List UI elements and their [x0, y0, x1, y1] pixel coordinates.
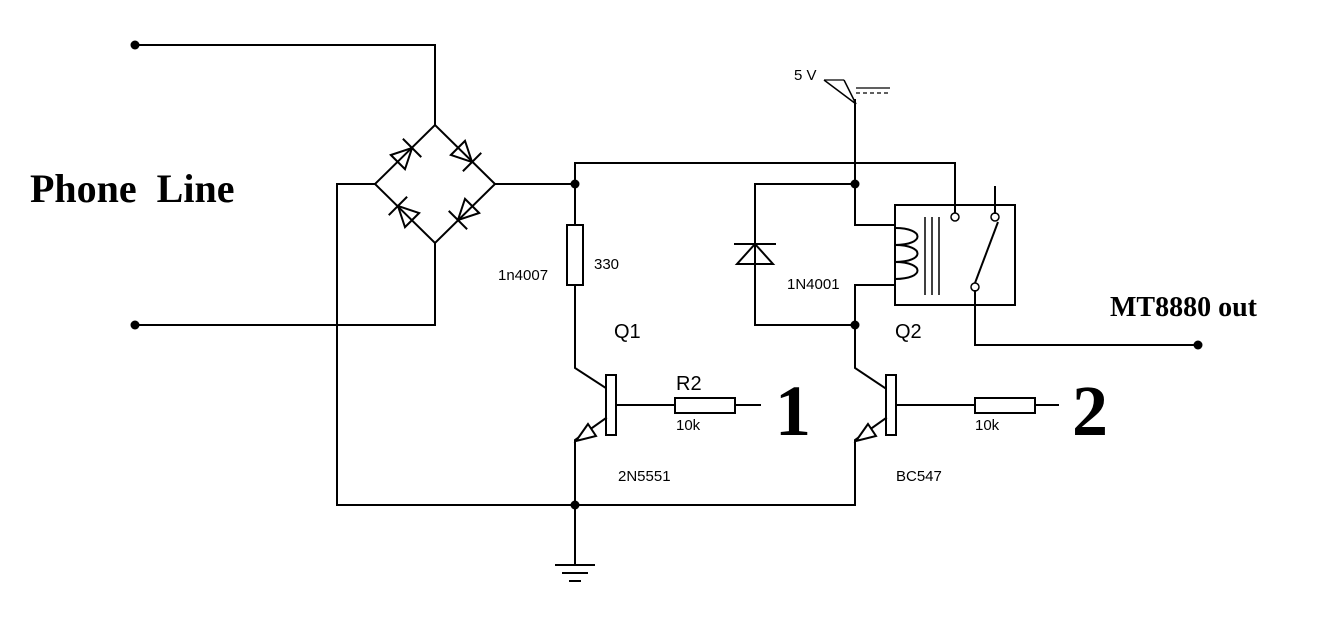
label-input-1: 1: [775, 371, 811, 451]
terminal-phone-line-bottom[interactable]: [130, 320, 140, 330]
resistor-r2: [674, 397, 736, 414]
relay-diode-1n4001: [734, 179, 860, 330]
diode-bridge: [373, 123, 497, 245]
label-phone-line: Phone Line: [30, 166, 234, 211]
label-rq2-value: 10k: [975, 417, 1000, 434]
label-q1-part: 2N5551: [618, 468, 671, 485]
label-input-2: 2: [1072, 371, 1108, 451]
supply-5v: [823, 79, 890, 185]
transistor-q1: [573, 374, 761, 506]
label-mt8880-out: MT8880 out: [1110, 292, 1258, 323]
label-bridge-part: 1n4007: [498, 267, 548, 284]
label-resistor-330: 330: [594, 256, 619, 273]
transistor-q2: [853, 374, 1059, 449]
terminal-phone-line-top[interactable]: [130, 40, 140, 50]
label-q1: Q1: [614, 321, 641, 343]
resistor-330: [566, 224, 584, 286]
relay: [894, 186, 1203, 350]
label-q2-part: BC547: [896, 468, 942, 485]
terminal-mt8880-out[interactable]: [1193, 340, 1203, 350]
relay-coil-wiring: [854, 183, 896, 392]
phone-line-wiring: [130, 40, 856, 506]
label-r2: R2: [676, 373, 702, 395]
resistor-q2-base: [974, 397, 1036, 414]
label-supply-5v: 5 V: [794, 67, 817, 84]
ground-symbol: [555, 500, 595, 582]
label-r2-value: 10k: [676, 417, 701, 434]
label-q2: Q2: [895, 321, 922, 343]
bridge-output-wiring: [494, 162, 956, 394]
label-relay-diode: 1N4001: [787, 276, 840, 293]
